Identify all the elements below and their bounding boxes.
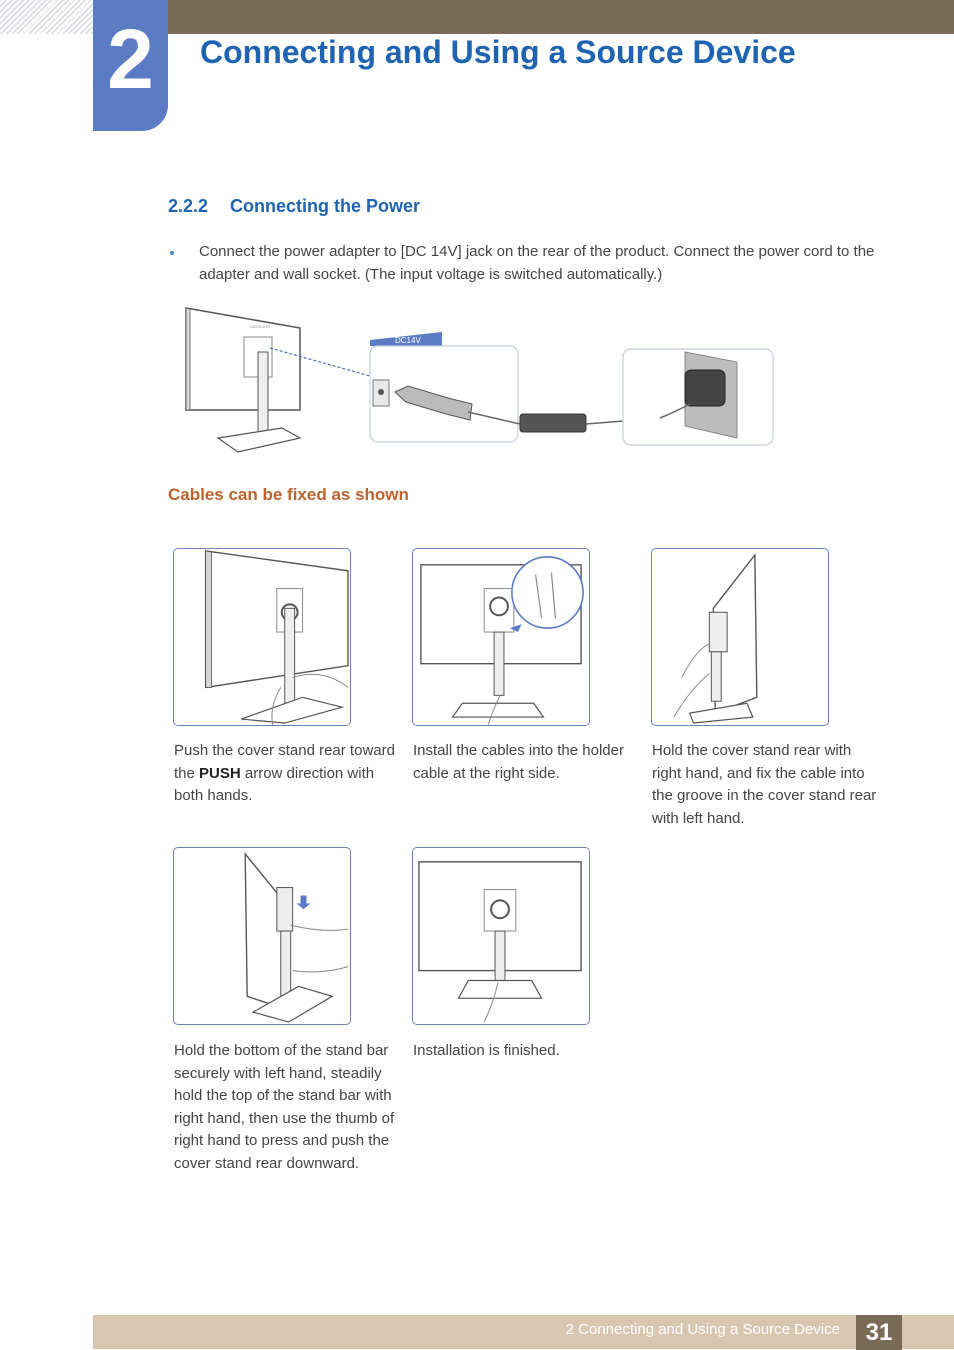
- dc-jack-panel: [369, 332, 521, 443]
- step-5-caption: Installation is finished.: [413, 1042, 560, 1059]
- cable-fix-heading: Cables can be fixed as shown: [168, 485, 409, 504]
- step-4-illustration: [173, 847, 351, 1025]
- step-3-caption: Hold the cover stand rear with right han…: [652, 742, 877, 827]
- bullet-icon: [170, 251, 174, 255]
- section-number: 2.2.2: [168, 196, 209, 216]
- header-bar: [168, 0, 954, 34]
- step-2-caption: Install the cables into the holder cable…: [413, 742, 624, 782]
- push-label: PUSH: [199, 764, 241, 782]
- chapter-number-badge: 2: [93, 0, 168, 131]
- page-number: 31: [856, 1315, 902, 1350]
- dc-port-label: DC14V: [395, 336, 421, 345]
- step-5-illustration: [412, 847, 590, 1025]
- step-1-caption: Push the cover stand rear toward the PUS…: [174, 742, 395, 804]
- monitor-brand-label: SAMSUNG: [250, 324, 270, 329]
- section-heading: 2.2.2 Connecting the Power: [168, 196, 420, 217]
- monitor-rear-illustration: [185, 307, 371, 453]
- power-instruction-text: Connect the power adapter to [DC 14V] ja…: [199, 243, 875, 283]
- step-1-illustration: [173, 548, 351, 726]
- chapter-title: Connecting and Using a Source Device: [200, 34, 796, 70]
- footer-chapter-text: 2 Connecting and Using a Source Device: [565, 1321, 840, 1338]
- footer-bar: [93, 1315, 954, 1349]
- wall-socket-panel: [622, 348, 774, 446]
- step-2-illustration: [412, 548, 590, 726]
- step-4-caption: Hold the bottom of the stand bar securel…: [174, 1042, 395, 1172]
- header-hatch-pattern: [0, 0, 93, 34]
- section-title: Connecting the Power: [230, 196, 421, 216]
- power-connection-diagram: SAMSUNG DC14V: [180, 300, 780, 460]
- step-3-illustration: [651, 548, 829, 726]
